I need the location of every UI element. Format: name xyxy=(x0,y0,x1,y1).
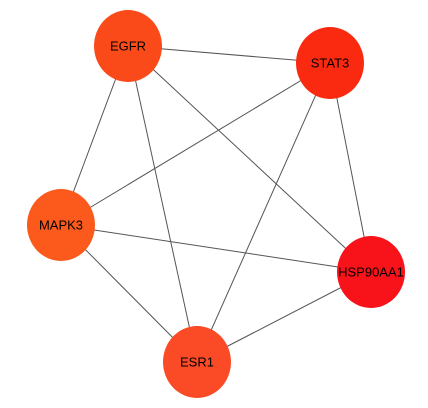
edge-stat3-mapk3 xyxy=(60,62,331,226)
node-esr1-circle xyxy=(163,326,231,398)
edge-mapk3-hsp90aa1 xyxy=(60,224,372,273)
node-stat3: STAT3 xyxy=(296,27,364,99)
edge-egfr-hsp90aa1 xyxy=(127,45,372,273)
edge-egfr-esr1 xyxy=(127,45,198,363)
node-stat3-circle xyxy=(296,27,364,99)
node-mapk3-circle xyxy=(27,189,95,261)
node-hsp90aa1-label: HSP90AA1 xyxy=(338,264,404,279)
node-layer: EGFR STAT3 MAPK3 HSP90AA1 ESR1 xyxy=(27,10,405,398)
node-egfr-label: EGFR xyxy=(110,38,146,53)
edge-stat3-esr1 xyxy=(196,62,331,363)
node-mapk3: MAPK3 xyxy=(27,189,95,261)
node-egfr: EGFR xyxy=(94,10,162,82)
node-esr1: ESR1 xyxy=(163,326,231,398)
node-mapk3-label: MAPK3 xyxy=(39,217,83,232)
node-stat3-label: STAT3 xyxy=(311,55,350,70)
node-esr1-label: ESR1 xyxy=(180,354,214,369)
node-hsp90aa1: HSP90AA1 xyxy=(337,236,405,308)
node-hsp90aa1-circle xyxy=(337,236,405,308)
node-egfr-circle xyxy=(94,10,162,82)
